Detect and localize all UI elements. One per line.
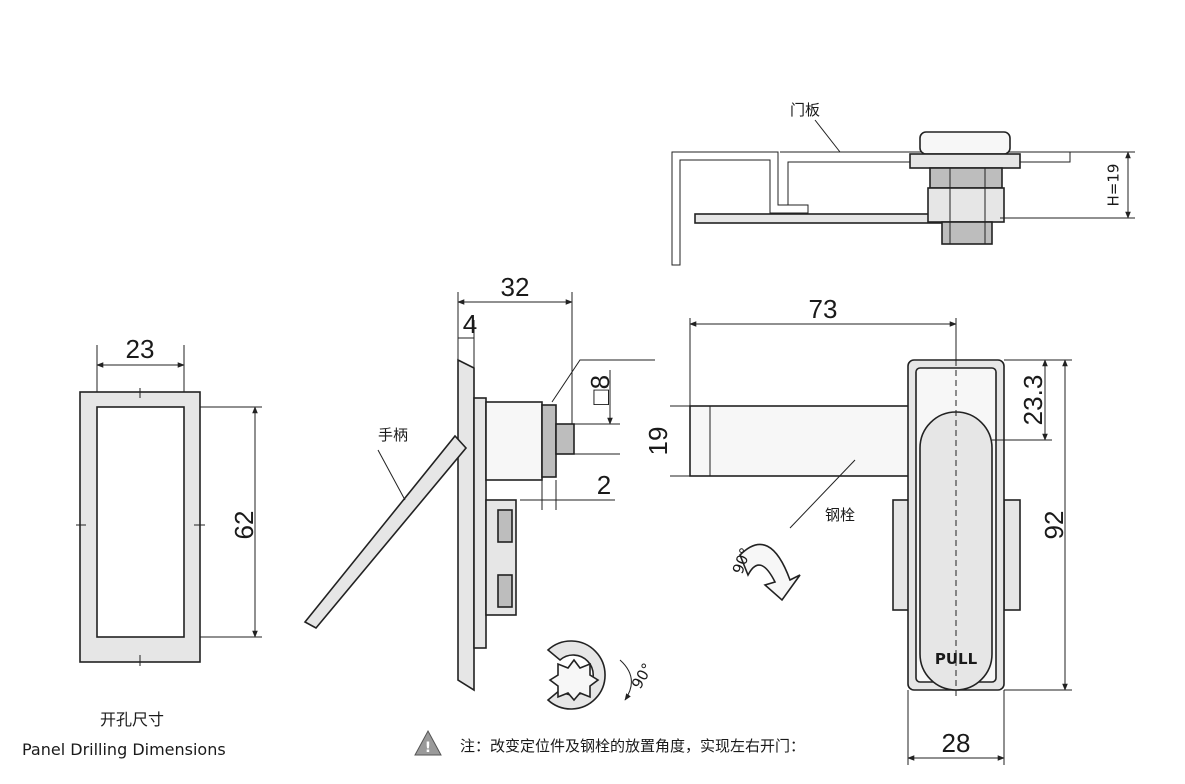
door-panel-sheet <box>671 151 809 266</box>
dim-cutout-width: 23 <box>126 334 155 364</box>
dim-height: H=19 <box>1105 164 1123 207</box>
side-handle <box>303 434 468 630</box>
steel-bolt <box>689 405 916 477</box>
label-handle: 手柄 <box>378 426 408 444</box>
star-key-rotation: 90° <box>546 640 657 710</box>
dim-side-depth: 32 <box>501 272 530 302</box>
dim-bolt-length: 73 <box>809 294 838 324</box>
panel-cutout-view: 23 62 开孔尺寸 Panel Drilling Dimensions <box>22 334 262 759</box>
label-rotation-b: 90° <box>628 660 657 692</box>
rotation-arrow-icon <box>739 543 801 602</box>
dim-top-offset: 23.3 <box>1018 375 1048 426</box>
dim-body-height: 92 <box>1039 511 1069 540</box>
svg-text:!: ! <box>425 740 431 756</box>
lock-head-top <box>919 131 1011 155</box>
caption-drilling-en: Panel Drilling Dimensions <box>22 740 226 759</box>
dim-square: □8 <box>585 375 615 405</box>
label-bolt: 钢栓 <box>825 506 855 524</box>
caption-drilling-cn: 开孔尺寸 <box>100 710 164 729</box>
side-view: 手柄 32 4 □8 2 <box>303 272 655 692</box>
warning-triangle-icon <box>414 729 442 756</box>
side-flange <box>457 358 475 692</box>
note-text: 注：改变定位件及钢栓的放置角度，实现左右开门： <box>460 737 805 755</box>
note: ! 注：改变定位件及钢栓的放置角度，实现左右开门： <box>414 729 805 756</box>
dim-side-thickness: 4 <box>463 309 477 339</box>
front-view: 钢栓 19 73 PULL 23.3 92 28 90° <box>643 294 1072 765</box>
dim-gap: 2 <box>597 470 611 500</box>
dim-body-width: 28 <box>942 728 971 758</box>
dim-cutout-height: 62 <box>229 511 259 540</box>
side-cylinder <box>485 401 543 481</box>
installation-top-view: 门板 H=19 <box>671 101 1135 266</box>
label-door-panel: 门板 <box>790 101 820 119</box>
cutout-hole <box>96 406 185 638</box>
dim-bolt-diameter: 19 <box>643 427 673 456</box>
label-pull: PULL <box>935 650 978 668</box>
